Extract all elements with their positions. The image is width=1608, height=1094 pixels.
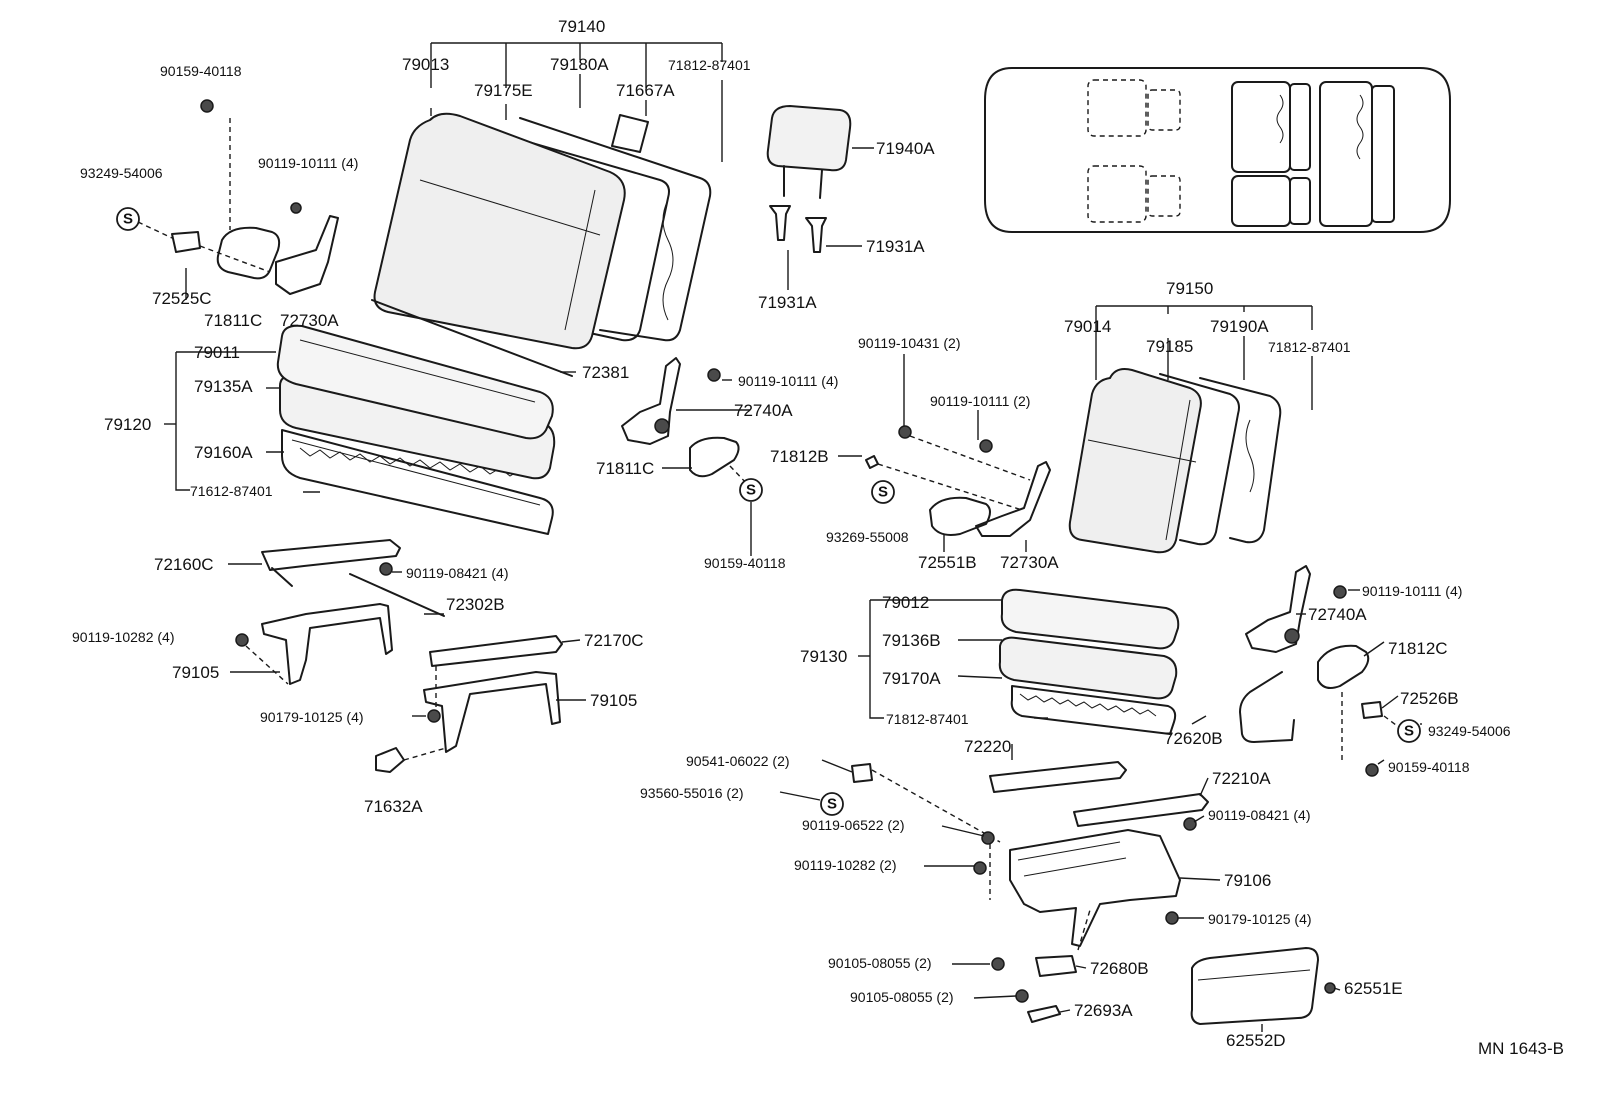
part-label: 90159-40118 <box>160 63 242 79</box>
left-seat-adjusters-legs <box>235 539 563 773</box>
part-label: 79106 <box>1224 871 1271 890</box>
part-label: 90105-08055 (2) <box>850 989 954 1005</box>
part-label: 79105 <box>590 691 637 710</box>
part-label: 71812C <box>1388 639 1448 658</box>
part-label: 90105-08055 (2) <box>828 955 932 971</box>
part-label: 79012 <box>882 593 929 612</box>
part-label: 79130 <box>800 647 847 666</box>
s-mark: S <box>827 796 837 813</box>
right-seat-cushion-assembly <box>998 588 1180 735</box>
part-label: 90159-40118 <box>704 555 786 571</box>
part-label: 90119-06522 (2) <box>802 817 904 833</box>
part-label: 71931A <box>758 293 817 312</box>
part-label: 62551E <box>1344 979 1403 998</box>
part-label: 79136B <box>882 631 941 650</box>
part-label: 79105 <box>172 663 219 682</box>
leader-lines <box>164 42 1422 1032</box>
part-label: 79011 <box>194 343 240 362</box>
headrest-parts <box>766 105 852 253</box>
part-label: 72210A <box>1212 769 1271 788</box>
left-hinge-parts <box>116 99 339 295</box>
part-label: 93249-54006 <box>1428 723 1511 739</box>
part-label: 71940A <box>876 139 935 158</box>
part-label: 71812B <box>770 447 829 466</box>
right-lower-hinge-parts <box>1239 565 1421 777</box>
part-label: 72220 <box>964 737 1011 756</box>
part-label: 90119-10111 (2) <box>930 393 1030 409</box>
left-seat-cushion-assembly <box>276 324 556 535</box>
part-label: 72302B <box>446 595 505 614</box>
part-label: 79120 <box>104 415 151 434</box>
middle-hinge-parts <box>621 357 763 502</box>
part-label: 90179-10125 (4) <box>1208 911 1312 927</box>
part-label: 72525C <box>152 289 212 308</box>
part-label: 71812-87401 <box>886 711 969 727</box>
part-label: 90119-10282 (2) <box>794 857 896 873</box>
part-label: 79170A <box>882 669 941 688</box>
part-label: 71812-87401 <box>668 57 751 73</box>
s-mark: S <box>878 484 888 501</box>
part-label: 71931A <box>866 237 925 256</box>
part-label: 79014 <box>1064 317 1111 336</box>
part-label: 72160C <box>154 555 214 574</box>
part-label: 72680B <box>1090 959 1149 978</box>
vehicle-layout-inset <box>984 67 1451 233</box>
diagram-code: MN 1643-B <box>1478 1039 1564 1058</box>
s-mark: S <box>746 482 756 499</box>
part-label: 93269-55008 <box>826 529 909 545</box>
s-mark: S <box>123 211 133 228</box>
part-label: 79140 <box>558 17 605 36</box>
part-label: 72730A <box>1000 553 1059 572</box>
part-label: 93249-54006 <box>80 165 163 181</box>
part-label: 71812-87401 <box>1268 339 1351 355</box>
part-label: 90119-10111 (4) <box>738 373 838 389</box>
part-label: 90179-10125 (4) <box>260 709 364 725</box>
part-label: 72381 <box>582 363 629 382</box>
part-label: 90541-06022 (2) <box>686 753 790 769</box>
part-label: 79180A <box>550 55 609 74</box>
part-label: 93560-55016 (2) <box>640 785 744 801</box>
right-upper-hinge-parts <box>865 425 1051 537</box>
part-label: 90119-10431 (2) <box>858 335 960 351</box>
part-label: 72693A <box>1074 1001 1133 1020</box>
part-label: 79185 <box>1146 337 1193 356</box>
part-label: 90119-10282 (4) <box>72 629 174 645</box>
part-label: 72620B <box>1164 729 1223 748</box>
right-seat-adjusters-base <box>820 761 1336 1025</box>
part-label: 72526B <box>1400 689 1459 708</box>
part-label: 72730A <box>280 311 339 330</box>
part-label: 62552D <box>1226 1031 1286 1050</box>
s-mark-letters: S S S S S <box>123 211 1414 813</box>
part-label: 71811C <box>596 459 654 478</box>
part-label: 79160A <box>194 443 253 462</box>
right-seat-back-assembly <box>1068 368 1282 554</box>
part-label: 72551B <box>918 553 977 572</box>
part-label: 72170C <box>584 631 644 650</box>
part-label: 79013 <box>402 55 449 74</box>
part-label: 90119-08421 (4) <box>1208 807 1310 823</box>
part-label: 71632A <box>364 797 423 816</box>
part-label: 79175E <box>474 81 533 100</box>
part-labels: 79140 79013 79175E 79180A 71812-87401 71… <box>72 17 1564 1058</box>
part-label: 72740A <box>1308 605 1367 624</box>
part-label: 71667A <box>616 81 675 100</box>
part-label: 72740A <box>734 401 793 420</box>
part-label: 79135A <box>194 377 253 396</box>
part-label: 71811C <box>204 311 262 330</box>
part-label: 90119-08421 (4) <box>406 565 508 581</box>
part-label: 90119-10111 (4) <box>258 155 358 171</box>
part-label: 90159-40118 <box>1388 759 1470 775</box>
left-seat-back-assembly <box>371 112 712 377</box>
part-label: 90119-10111 (4) <box>1362 583 1462 599</box>
s-mark: S <box>1404 723 1414 740</box>
part-label: 79190A <box>1210 317 1269 336</box>
part-label: 79150 <box>1166 279 1213 298</box>
part-label: 71612-87401 <box>190 483 273 499</box>
